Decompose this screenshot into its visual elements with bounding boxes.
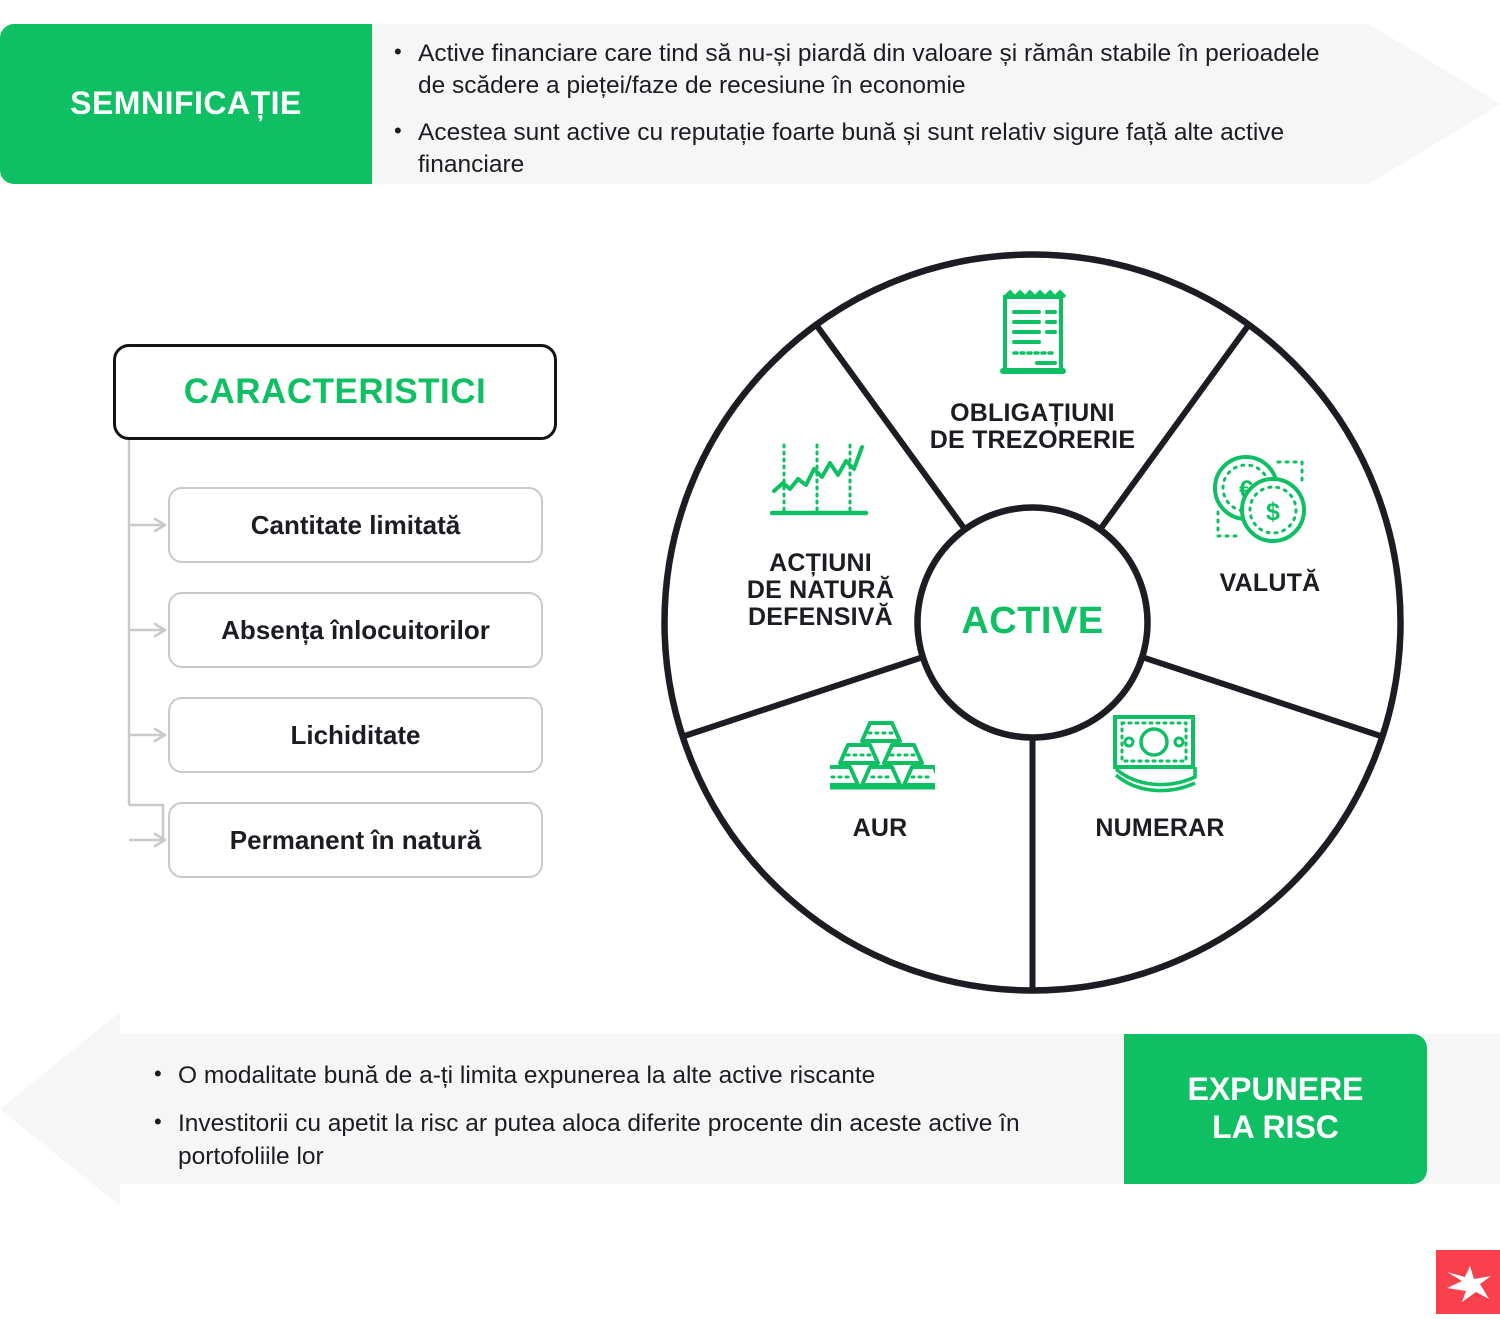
risk-exposure-label-text: EXPUNERE LA RISC [1187, 1071, 1364, 1145]
receipt-document-icon [995, 287, 1071, 384]
characteristic-label: Absența înlocuitorilor [221, 614, 490, 645]
characteristics-panel: CARACTERISTICI Cantitate limitată Absenț… [113, 344, 573, 884]
wheel-segment-label-obligatiuni[interactable]: OBLIGAȚIUNI DE TREZORERIE [929, 399, 1136, 454]
characteristic-label: Cantitate limitată [250, 509, 461, 540]
page-title: CARACTERISTICI [183, 372, 487, 411]
risk-exposure-label-box: EXPUNERE LA RISC [1124, 1034, 1427, 1184]
characteristic-item-1[interactable]: Absența înlocuitorilor [168, 592, 543, 668]
wheel-segment-label-numerar[interactable]: NUMERAR [1095, 814, 1225, 842]
significance-bullet-list: Active financiare care tind să nu-și pia… [388, 37, 1328, 195]
assets-wheel-diagram: ACTIVE OBLIGAȚIUNI DE TREZORERIE € [655, 245, 1410, 1000]
list-item: Acestea sunt active cu reputație foarte … [388, 116, 1328, 182]
characteristic-label: Permanent în natură [229, 824, 482, 855]
xtb-logo[interactable] [1436, 1250, 1500, 1314]
list-item: O modalitate bună de a-ți limita expuner… [148, 1059, 1048, 1092]
wheel-segment-label-aur[interactable]: AUR [852, 814, 908, 842]
wheel-svg [661, 251, 1404, 994]
wheel-segment-label-actiuni[interactable]: ACȚIUNI DE NATURĂ DEFENSIVĂ [746, 549, 895, 631]
significance-label-text: SEMNIFICAȚIE [70, 85, 302, 122]
characteristic-item-3[interactable]: Permanent în natură [168, 802, 543, 878]
logo-mark-icon [1447, 1266, 1491, 1302]
svg-text:$: $ [1266, 498, 1280, 526]
wheel-segment-label-valuta[interactable]: VALUTĂ [1219, 569, 1321, 597]
banknotes-icon [1107, 711, 1209, 801]
significance-label-box: SEMNIFICAȚIE [0, 24, 372, 184]
characteristics-connector-lines [127, 440, 167, 848]
wheel-center-label: ACTIVE [961, 600, 1104, 642]
wheel-spokes [681, 323, 1384, 991]
wheel-inner-circle [914, 504, 1151, 741]
significance-banner: SEMNIFICAȚIE Active financiare care tind… [0, 24, 1500, 184]
risk-exposure-banner: O modalitate bună de a-ți limita expuner… [0, 1014, 1500, 1204]
characteristic-item-2[interactable]: Lichiditate [168, 697, 543, 773]
risk-exposure-bullet-list: O modalitate bună de a-ți limita expuner… [148, 1059, 1048, 1189]
currency-coins-icon: € $ [1206, 450, 1311, 555]
list-item: Active financiare care tind să nu-și pia… [388, 37, 1328, 103]
characteristic-item-0[interactable]: Cantitate limitată [168, 487, 543, 563]
gold-bars-icon [818, 715, 944, 800]
list-item: Investitorii cu apetit la risc ar putea … [148, 1107, 1048, 1173]
line-chart-icon [769, 441, 870, 532]
characteristic-label: Lichiditate [290, 719, 421, 750]
characteristics-title-box: CARACTERISTICI [113, 344, 557, 440]
